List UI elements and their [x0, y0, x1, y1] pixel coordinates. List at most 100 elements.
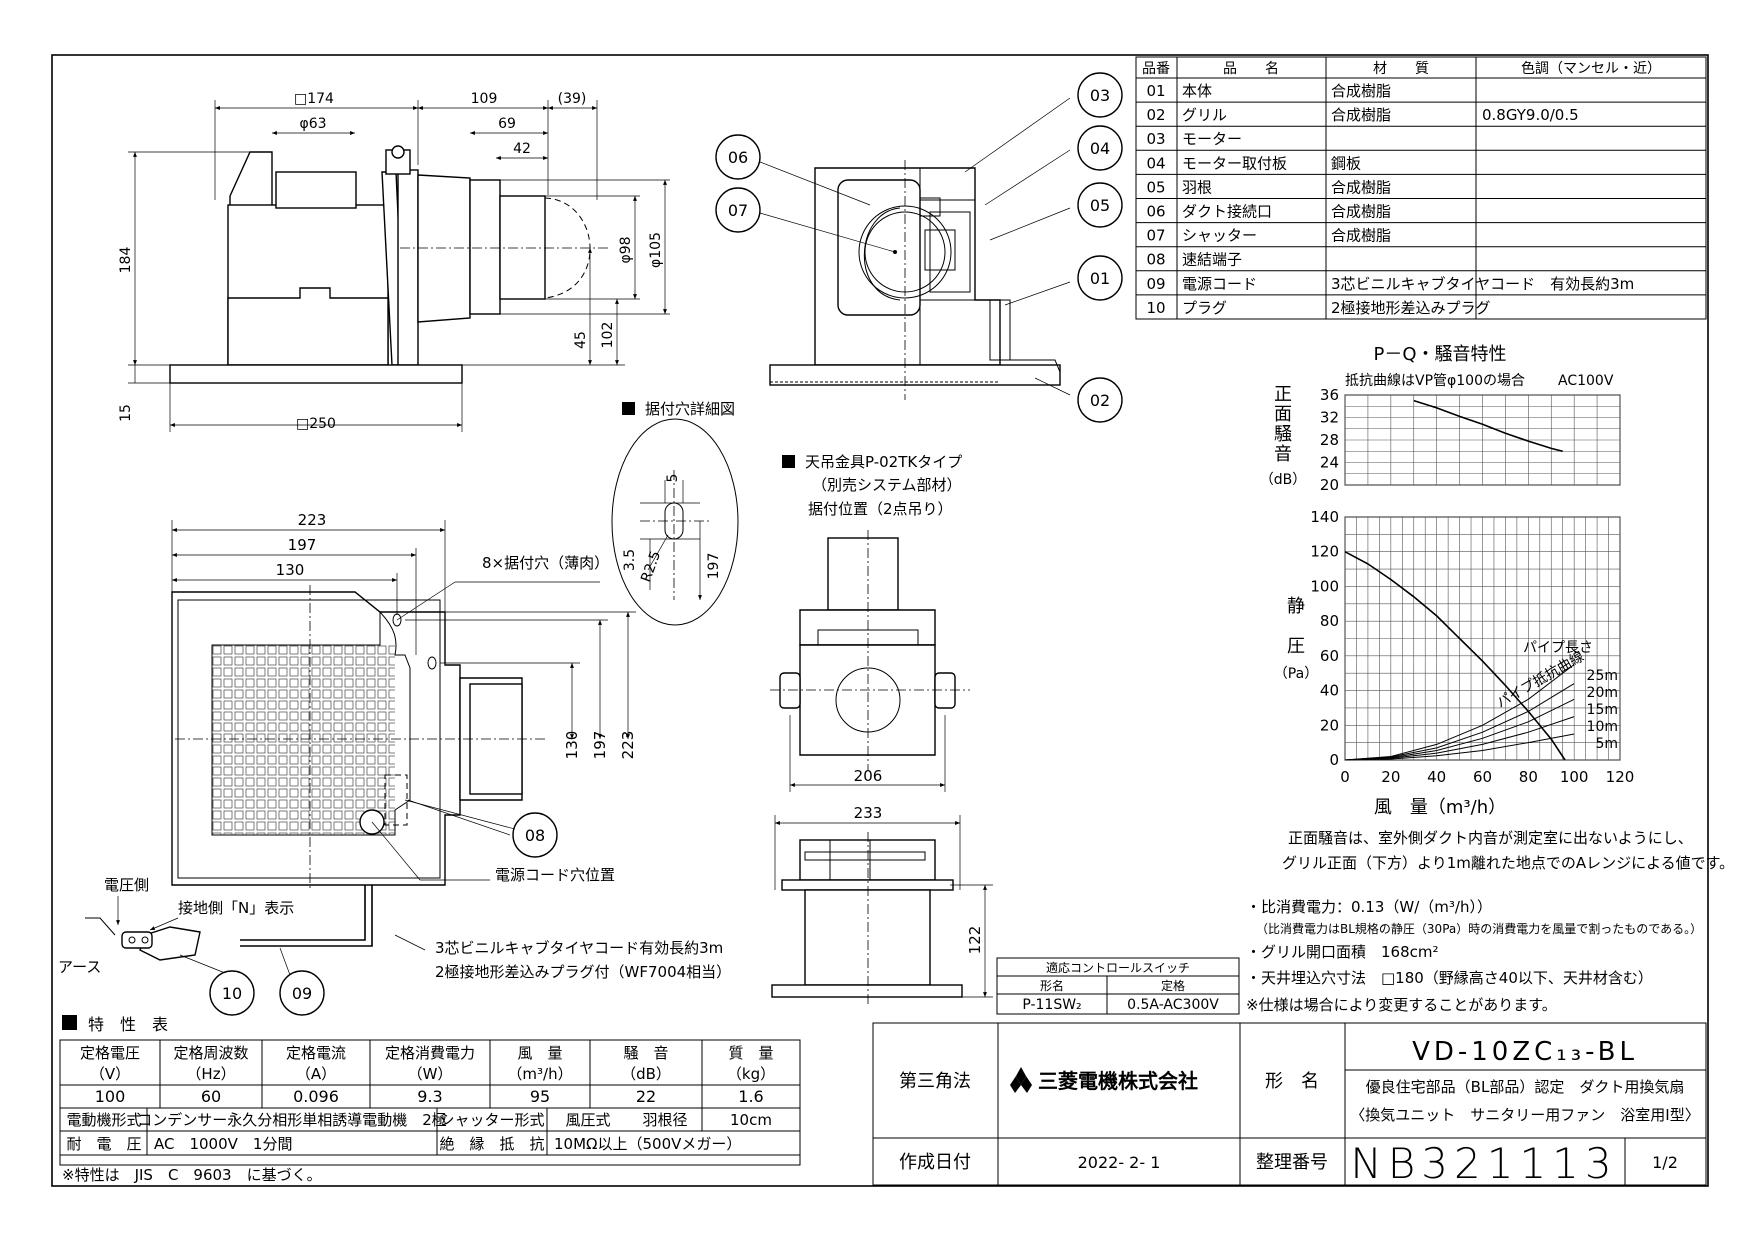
control-switch-rating-header: 定格: [1161, 978, 1185, 993]
parts-row-no: 01: [1146, 82, 1165, 100]
char-header: 質 量: [728, 1044, 773, 1062]
airflow-tick-label: 40: [1427, 768, 1446, 786]
parts-row-no: 09: [1146, 275, 1165, 293]
airflow-tick-label: 120: [1606, 768, 1635, 786]
pipe-resistance-curve: [1344, 683, 1575, 761]
callout-05: 05: [1090, 196, 1110, 215]
detail-dim-r2-5: R2.5: [638, 549, 664, 585]
callout-09: 09: [292, 984, 312, 1003]
pq-chart-title: P－Q・騒音特性: [1373, 344, 1506, 365]
sheet-border: [51, 54, 1709, 1187]
char-unit: （W）: [408, 1065, 453, 1083]
pq-chart: P－Q・騒音特性 抵抗曲線はVP管φ100の場合 AC100V 正 面 騒 音 …: [1260, 344, 1635, 818]
bracket-dim-233: 233: [854, 804, 883, 822]
callout-02: 02: [1090, 391, 1110, 410]
parts-row-name: 速結端子: [1182, 251, 1242, 269]
withstand-label: 耐 電 圧: [66, 1135, 141, 1153]
char-header: 騒 音: [623, 1044, 668, 1062]
callouts: 03 04 06 05 07 01 02 08 10 09: [179, 72, 1123, 1016]
dim-sq174: □174: [294, 91, 334, 107]
grille-pattern: [212, 645, 395, 835]
ceiling-bracket-view: 天吊金具P-02TKタイプ （別売システム部材） 据付位置（2点吊り） 206 …: [770, 453, 993, 1005]
spec-grille-area: ・グリル開口面積 168cm²: [1246, 943, 1439, 961]
parts-row-name: 電源コード: [1182, 275, 1257, 293]
title-block: 第三角法 三菱電機株式会社 形 名 VD-10ZC₁₃-BL 優良住宅部品（BL…: [872, 1022, 1707, 1188]
noise-label-2: 面: [1274, 404, 1292, 425]
noise-tick-label: 32: [1320, 409, 1339, 427]
cord-note-2: 2極接地形差込みプラグ付（WF7004相当）: [435, 963, 731, 981]
parts-row-color: 0.8GY9.0/0.5: [1482, 106, 1579, 124]
earth-label: アース: [58, 958, 101, 976]
noise-tick-label: 24: [1320, 454, 1339, 472]
pipe-length-legend: 10m: [1587, 719, 1618, 735]
spec-change-note: ※仕様は場合により変更することがあります。: [1246, 996, 1557, 1014]
pipe-length-legend: 25m: [1587, 668, 1618, 684]
callout-03: 03: [1090, 86, 1110, 105]
bracket-title-2: （別売システム部材）: [812, 476, 962, 494]
callout-06: 06: [728, 148, 748, 167]
dim-42: 42: [513, 141, 531, 157]
pressure-tick-label: 140: [1310, 508, 1339, 526]
doc-number: NB321113: [1350, 1139, 1617, 1188]
callout-10: 10: [222, 984, 242, 1003]
dim-45: 45: [573, 331, 589, 349]
char-unit: （V）: [90, 1065, 130, 1083]
parts-header-material: 材 質: [1373, 61, 1429, 77]
parts-row-material: 鋼板: [1331, 154, 1361, 172]
model-description-1: 優良住宅部品（BL部品）認定 ダクト用換気扇: [1366, 1078, 1685, 1096]
callout-04: 04: [1090, 139, 1110, 158]
pressure-axis-label: 静 圧 （Pa）: [1274, 596, 1318, 682]
dim-69: 69: [498, 116, 516, 132]
motor-type-label: 電動機形式: [66, 1111, 141, 1129]
noise-tick-label: 36: [1320, 386, 1339, 404]
pipe-resistance-curve: [1344, 716, 1575, 761]
noise-label-3: 騒: [1274, 424, 1292, 445]
char-unit: （A）: [296, 1065, 336, 1083]
insulation-resistance: 10MΩ以上（500Vメガー）: [554, 1135, 741, 1153]
spec-power-note: （比消費電力はBL規格の静圧（30Pa）時の消費電力を風量で割ったものである。）: [1256, 921, 1702, 936]
insulation-label: 絶 縁 抵 抗: [439, 1135, 544, 1153]
shutter-type: 風圧式: [565, 1111, 610, 1129]
parts-row-name: モーター: [1182, 130, 1242, 148]
dim-phi105: φ105: [648, 232, 664, 268]
noise-note-2: グリル正面（下方）より1m離れた地点でのAレンジによる値です。: [1282, 854, 1734, 872]
char-header: 風 量: [517, 1044, 562, 1062]
side-view: □174 φ63 109 (39) 69 42 184 φ98 φ105 45 …: [118, 91, 670, 432]
control-switch-model: P-11SW₂: [1022, 997, 1081, 1013]
control-switch-rating: 0.5A-AC300V: [1127, 997, 1219, 1013]
parts-row-no: 07: [1146, 227, 1165, 245]
parts-row-material: 合成樹脂: [1331, 178, 1391, 196]
motor-type: コンデンサー永久分相形単相誘導電動機 2極: [137, 1111, 447, 1129]
pq-chart-subtitle: 抵抗曲線はVP管φ100の場合: [1345, 373, 1525, 389]
parts-row-name: モーター取付板: [1182, 154, 1287, 172]
noise-label-1: 正: [1274, 384, 1292, 405]
parts-header-name: 品 名: [1223, 61, 1279, 77]
plan-dim-130: 130: [276, 561, 305, 579]
noise-label-4: 音: [1274, 444, 1292, 465]
plan-view: 223 197 130 130 197 223 8×据付穴（薄肉） 電源コード穴…: [58, 511, 731, 981]
parts-row-name: シャッター: [1182, 227, 1257, 245]
char-value: 0.096: [293, 1087, 339, 1106]
char-header: 定格周波数: [173, 1044, 248, 1062]
noise-grid: [1344, 394, 1621, 486]
bracket-dim-206: 206: [854, 767, 883, 785]
withstand-voltage: AC 1000V 1分間: [154, 1135, 292, 1153]
mount-hole-detail: 据付穴詳細図 5 3.5 R2.5 197: [611, 400, 739, 626]
characteristics-footnote: ※特性は JIS C 9603 に基づく。: [62, 1166, 322, 1184]
pq-chart-voltage: AC100V: [1558, 373, 1614, 389]
parts-row-material: 合成樹脂: [1331, 203, 1391, 221]
airflow-tick-label: 20: [1381, 768, 1400, 786]
parts-row-no: 08: [1146, 251, 1165, 269]
dim-15: 15: [118, 404, 134, 422]
spec-power: ・比消費電力：0.13（W/（m³/h））: [1246, 898, 1492, 916]
pressure-unit: （Pa）: [1274, 666, 1318, 682]
notes: 正面騒音は、室外側ダクト内音が測定室に出ないようにし、 グリル正面（下方）より1…: [1246, 829, 1734, 1014]
dim-102: 102: [600, 322, 616, 349]
model-description-2: 〈換気ユニット サニタリー用ファン 浴室用I型〉: [1350, 1106, 1699, 1124]
pressure-label-1: 静: [1287, 596, 1305, 617]
char-unit: （m³/h）: [507, 1065, 572, 1083]
parts-row-no: 10: [1146, 299, 1165, 317]
doc-number-label: 整理番号: [1256, 1152, 1328, 1173]
